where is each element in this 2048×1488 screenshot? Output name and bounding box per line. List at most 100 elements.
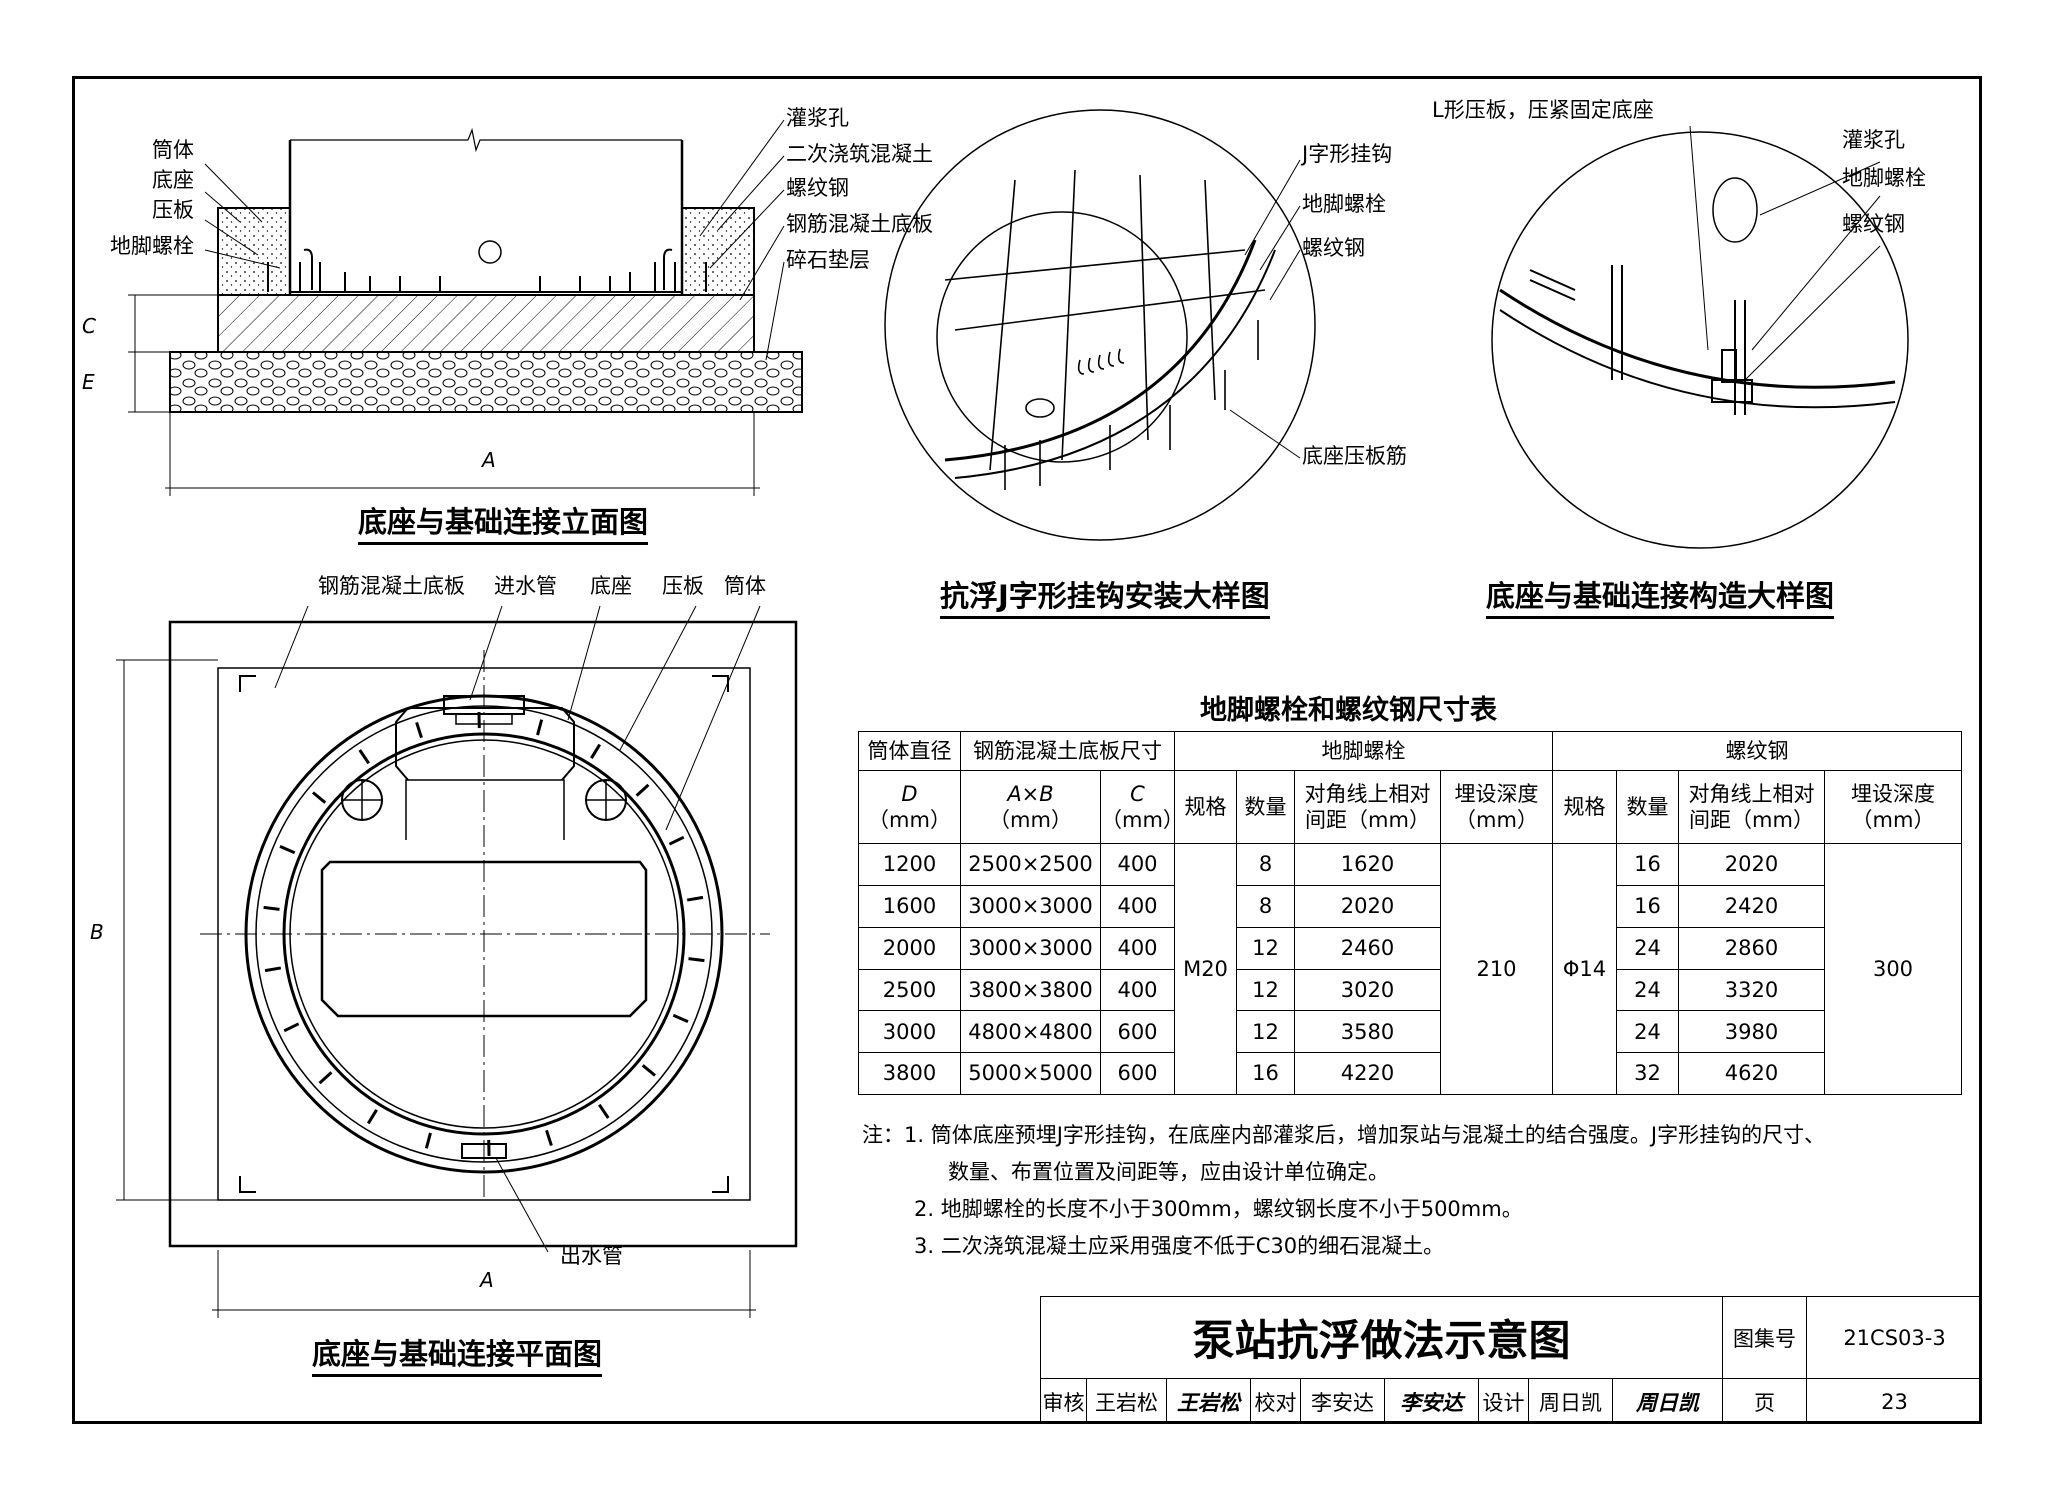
detail-label-l-plate: L形压板，压紧固定底座: [1432, 98, 1654, 122]
detail-view: [1491, 125, 1909, 549]
plate-clip: [686, 895, 704, 902]
note-3: 3. 二次浇筑混凝土应采用强度不低于C30的细石混凝土。: [914, 1234, 1445, 1258]
th-rebar-qty: 数量: [1616, 769, 1679, 845]
note-1-cont: 数量、布置位置及间距等，应由设计单位确定。: [948, 1160, 1389, 1184]
page-label: 页: [1722, 1378, 1806, 1424]
plate-clip: [283, 1022, 300, 1033]
th-rebar-diag: 对角线上相对间距（mm）: [1678, 769, 1825, 845]
jhook-label-bolt: 地脚螺栓: [1302, 192, 1386, 216]
elevation-view: [128, 119, 803, 496]
rebar-depth-cell: 300: [1824, 843, 1962, 1095]
plan-label-inlet: 进水管: [494, 574, 557, 598]
plate-clip: [358, 749, 370, 765]
checker-signature: 李安达: [1384, 1378, 1478, 1424]
plate-clip: [264, 966, 282, 973]
elevation-label-shell: 筒体: [152, 138, 194, 162]
design-label: 设计: [1478, 1378, 1528, 1424]
plate-clip: [635, 783, 650, 797]
designer-name: 周日凯: [1528, 1378, 1612, 1424]
page-number: 23: [1806, 1378, 1982, 1424]
elevation-label-rebar: 螺纹钢: [786, 176, 849, 200]
title-block: 泵站抗浮做法示意图 图集号 21CS03-3 审核 王岩松 王岩松 校对 李安达…: [1040, 1296, 1982, 1424]
elevation-label-gravel: 碎石垫层: [786, 248, 870, 272]
plate-clip: [688, 957, 705, 963]
plate-clip: [536, 719, 544, 736]
th-slab: 钢筋混凝土底板尺寸: [960, 731, 1175, 771]
drawing-title: 泵站抗浮做法示意图: [1040, 1296, 1722, 1378]
elevation-label-secondary-concrete: 二次浇筑混凝土: [786, 142, 933, 166]
elevation-title: 底座与基础连接立面图: [358, 505, 649, 546]
dimension-a-elevation: A: [482, 448, 496, 472]
plate-clip: [668, 835, 685, 846]
plate-clip: [545, 1129, 553, 1146]
plate-clip: [263, 905, 280, 911]
th-bolt-qty: 数量: [1236, 769, 1295, 845]
checker-name: 李安达: [1300, 1378, 1384, 1424]
detail-title: 底座与基础连接构造大样图: [1486, 579, 1835, 620]
elevation-label-grout-hole: 灌浆孔: [786, 106, 849, 130]
check-label: 校对: [1250, 1378, 1300, 1424]
plan-label-outlet: 出水管: [560, 1244, 623, 1268]
bolt-depth-cell: 210: [1440, 843, 1553, 1095]
designer-signature: 周日凯: [1612, 1378, 1722, 1424]
plate-clip: [598, 1103, 610, 1119]
size-table: 筒体直径 钢筋混凝土底板尺寸 地脚螺栓 螺纹钢 D（mm） A×B（mm） C（…: [858, 731, 1962, 1095]
detail-label-bolt: 地脚螺栓: [1842, 166, 1926, 190]
th-bolt-spec: 规格: [1174, 769, 1237, 845]
plate-clip: [641, 1064, 657, 1077]
table-title: 地脚螺栓和螺纹钢尺寸表: [1200, 695, 1497, 726]
notes-prefix: 注：: [862, 1123, 904, 1147]
plan-view: [116, 605, 798, 1318]
elevation-label-base: 底座: [152, 168, 194, 192]
rebar-spec-cell: Φ14: [1552, 843, 1617, 1095]
elevation-label-anchor-bolt: 地脚螺栓: [110, 234, 194, 258]
plan-title: 底座与基础连接平面图: [312, 1337, 603, 1378]
plan-label-plate: 压板: [662, 574, 704, 598]
plate-clip: [590, 743, 602, 759]
atlas-label: 图集号: [1722, 1296, 1806, 1378]
th-ab: A×B（mm）: [960, 769, 1101, 845]
dimension-e: E: [82, 370, 95, 394]
elevation-label-rc-slab: 钢筋混凝土底板: [786, 212, 933, 236]
plan-label-rc-slab: 钢筋混凝土底板: [318, 574, 465, 598]
jhook-label-hook: J字形挂钩: [1302, 142, 1393, 166]
notes: 注：1. 筒体底座预埋J字形挂钩，在底座内部灌浆后，增加泵站与混凝土的结合强度。…: [862, 1117, 1825, 1265]
th-rebar: 螺纹钢: [1552, 731, 1962, 771]
elevation-label-plate: 压板: [152, 198, 194, 222]
reviewer-name: 王岩松: [1086, 1378, 1166, 1424]
note-2: 2. 地脚螺栓的长度不小于300mm，螺纹钢长度不小于500mm。: [914, 1197, 1523, 1221]
th-diameter: 筒体直径: [858, 731, 961, 771]
plan-label-shell: 筒体: [724, 574, 766, 598]
jhook-view: [884, 109, 1316, 541]
plate-clip: [279, 845, 296, 855]
reviewer-signature: 王岩松: [1166, 1378, 1250, 1424]
detail-label-grout-hole: 灌浆孔: [1842, 128, 1905, 152]
plate-clip: [311, 791, 327, 804]
plate-clip: [366, 1109, 378, 1125]
th-rebar-depth: 埋设深度（mm）: [1824, 769, 1962, 845]
detail-label-rebar: 螺纹钢: [1842, 212, 1905, 236]
th-rebar-spec: 规格: [1552, 769, 1617, 845]
atlas-number: 21CS03-3: [1806, 1296, 1982, 1378]
plate-clip: [415, 722, 423, 739]
drawing-frame: [72, 76, 1982, 1424]
review-label: 审核: [1040, 1378, 1086, 1424]
jhook-title: 抗浮J字形挂钩安装大样图: [940, 579, 1270, 620]
plan-label-base: 底座: [590, 574, 632, 598]
th-d: D（mm）: [858, 769, 961, 845]
bolt-spec-cell: M20: [1174, 843, 1237, 1095]
th-bolt-depth: 埋设深度（mm）: [1440, 769, 1553, 845]
th-c: C（mm）: [1100, 769, 1184, 845]
dimension-b: B: [90, 920, 104, 944]
th-bolt: 地脚螺栓: [1174, 731, 1553, 771]
note-1: 1. 筒体底座预埋J字形挂钩，在底座内部灌浆后，增加泵站与混凝土的结合强度。J字…: [904, 1123, 1826, 1147]
plate-clip: [672, 1013, 689, 1023]
jhook-label-plate-rebar: 底座压板筋: [1302, 444, 1407, 468]
dimension-c: C: [82, 314, 96, 338]
